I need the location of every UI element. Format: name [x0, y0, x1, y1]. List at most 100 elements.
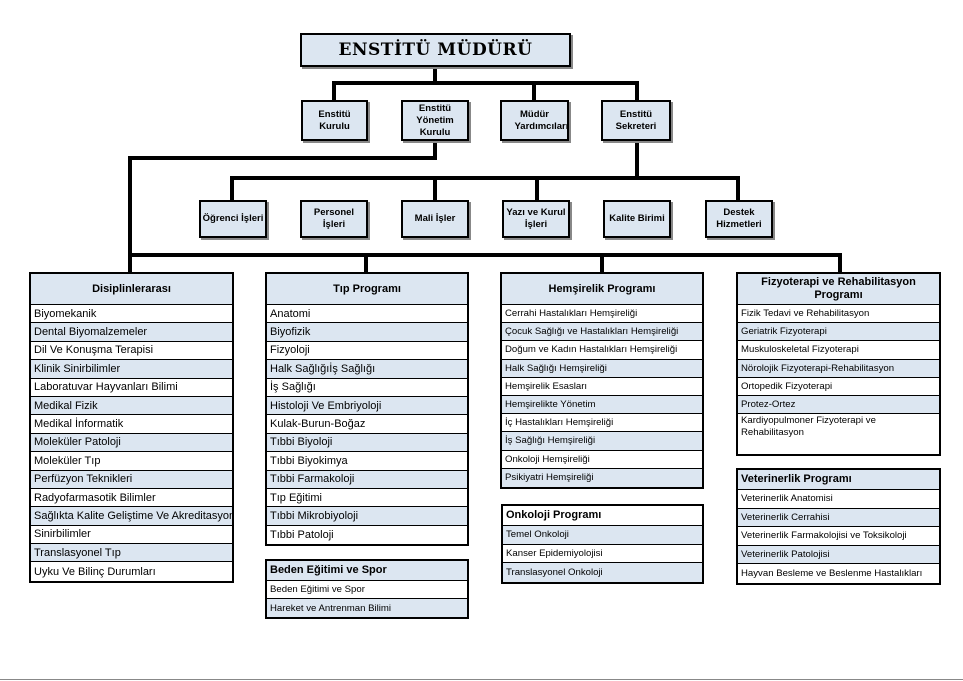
connector-line: [128, 156, 132, 273]
connector-line: [364, 253, 368, 273]
program-item: İş Sağlığı Hemşireliği: [502, 432, 702, 451]
vice-directors-box: Müdür Yardımcıları: [500, 100, 569, 141]
program-item: Translasyonel Onkoloji: [503, 563, 702, 582]
program-item: Veterinerlik Anatomisi: [738, 490, 939, 509]
connector-line: [230, 176, 234, 200]
box-label: Enstitü Yönetim Kurulu: [416, 102, 454, 138]
program-item: Muskuloskeletal Fizyoterapi: [738, 341, 939, 360]
program-item: Fizik Tedavi ve Rehabilitasyon: [738, 305, 939, 324]
box-label: Öğrenci İşleri: [202, 213, 264, 224]
box-label: Destek Hizmetleri: [716, 207, 762, 230]
program-item: Çocuk Sağlığı ve Hastalıkları Hemşireliğ…: [502, 323, 702, 342]
box-label: Kalite Birimi: [609, 213, 665, 224]
program-item: Translasyonel Tıp: [31, 544, 232, 563]
institute-board-box: Enstitü Kurulu: [301, 100, 368, 141]
program-item: Kardiyopulmoner Fizyoterapi ve Rehabilit…: [741, 415, 876, 439]
program-item: Psikiyatri Hemşireliği: [502, 468, 702, 487]
personnel-affairs-box: Personel İşleri: [300, 200, 368, 238]
program-item: Cerrahi Hastalıkları Hemşireliği: [502, 305, 702, 324]
connector-line: [600, 253, 604, 273]
program-item: Radyofarmasotik Bilimler: [31, 489, 232, 508]
program-item: Protez-Ortez: [738, 395, 939, 415]
program-item: Doğum ve Kadın Hastalıkları Hemşireliği: [502, 341, 702, 360]
connector-line: [535, 176, 539, 200]
box-label: Personel İşleri: [313, 207, 355, 230]
program-item: Perfüzyon Teknikleri: [31, 470, 232, 489]
quality-unit-box: Kalite Birimi: [603, 200, 671, 238]
program-header: Onkoloji Programı: [503, 506, 702, 526]
box-label: Enstitü Kurulu: [318, 108, 351, 132]
box-label: Müdür Yardımcıları: [514, 108, 569, 132]
program-item: Histoloji Ve Embriyoloji: [267, 396, 467, 416]
program-item: Biyofizik: [267, 323, 467, 342]
connector-line: [433, 66, 437, 85]
connector-line: [736, 176, 740, 200]
program-item: Tıbbi Biyoloji: [267, 433, 467, 453]
program-item: Veterinerlik Patolojisi: [738, 545, 939, 564]
program-item: Moleküler Tıp: [31, 452, 232, 471]
box-label: Yazı ve Kurul İşleri: [506, 207, 566, 230]
connector-line: [230, 176, 740, 180]
program-item: Hemşirelik Esasları: [502, 378, 702, 396]
program-item: Moleküler Patoloji: [31, 433, 232, 453]
program-item: Hemşirelikte Yönetim: [502, 395, 702, 415]
program-item: Sinirbilimler: [31, 526, 232, 545]
director-title: ENSTİTÜ MÜDÜRÜ: [338, 40, 533, 60]
program-item: Halk Sağlığıİş Sağlığı: [267, 360, 467, 379]
connector-line: [128, 253, 842, 257]
institute-secretary-box: Enstitü Sekreteri: [601, 100, 671, 141]
connector-line: [838, 253, 842, 273]
program-header: Disiplinlerarası: [31, 274, 232, 305]
program-item: Laboratuvar Hayvanları Bilimi: [31, 379, 232, 397]
program-item: Fizyoloji: [267, 342, 467, 361]
box-label: Enstitü Sekreteri: [615, 108, 657, 132]
program-header: Veterinerlik Programı: [738, 470, 939, 490]
program-item: Veterinerlik Farmakolojisi ve Toksikoloj…: [738, 527, 939, 546]
program-item: Dental Biyomalzemeler: [31, 323, 232, 342]
program-item: Onkoloji Hemşireliği: [502, 451, 702, 469]
support-services-box: Destek Hizmetleri: [705, 200, 773, 238]
connector-line: [635, 140, 639, 180]
program-item: Hareket ve Antrenman Bilimi: [267, 599, 467, 617]
program-item: Biyomekanik: [31, 305, 232, 324]
program-item: Temel Onkoloji: [503, 526, 702, 545]
program-item: Tıp Eğitimi: [267, 489, 467, 508]
student-affairs-box: Öğrenci İşleri: [199, 200, 267, 238]
program-item: Uyku Ve Bilinç Durumları: [34, 565, 156, 578]
program-item: Anatomi: [267, 305, 467, 324]
connector-line: [332, 81, 336, 101]
program-item: Tıbbi Mikrobiyoloji: [267, 507, 467, 526]
connector-line: [433, 176, 437, 200]
connector-line: [635, 81, 639, 101]
page-bottom-rule: [0, 679, 963, 680]
connector-line: [128, 156, 437, 160]
program-item: Geriatrik Fizyoterapi: [738, 323, 939, 342]
program-item: Klinik Sinirbilimler: [31, 360, 232, 379]
program-item: Tıbbi Biyokimya: [267, 452, 467, 471]
connector-line: [332, 81, 639, 85]
program-item: İş Sağlığı: [267, 379, 467, 397]
program-item: Beden Eğitimi ve Spor: [267, 581, 467, 599]
executive-board-box: Enstitü Yönetim Kurulu: [401, 100, 469, 141]
program-item: İç Hastalıkları Hemşireliği: [502, 414, 702, 433]
program-item: Veterinerlik Cerrahisi: [738, 508, 939, 527]
program-item: Tıbbi Patoloji: [270, 528, 334, 541]
correspondence-board-box: Yazı ve Kurul İşleri: [502, 200, 570, 238]
financial-affairs-box: Mali İşler: [401, 200, 469, 238]
program-item: Dil Ve Konuşma Terapisi: [31, 342, 232, 361]
program-item: Sağlıkta Kalite Geliştime Ve Akreditasyo…: [31, 507, 232, 526]
director-box: ENSTİTÜ MÜDÜRÜ: [300, 33, 571, 67]
program-item: Hayvan Besleme ve Beslenme Hastalıkları: [741, 567, 923, 579]
program-header: Tıp Programı: [267, 274, 467, 305]
program-item: Halk Sağlığı Hemşireliği: [502, 359, 702, 378]
program-item: Medikal Fizik: [31, 396, 232, 416]
program-header: Hemşirelik Programı: [502, 274, 702, 305]
program-header: Fizyoterapi ve Rehabilitasyon Programı: [738, 274, 939, 305]
program-item: Nörolojik Fizyoterapi-Rehabilitasyon: [738, 359, 939, 378]
